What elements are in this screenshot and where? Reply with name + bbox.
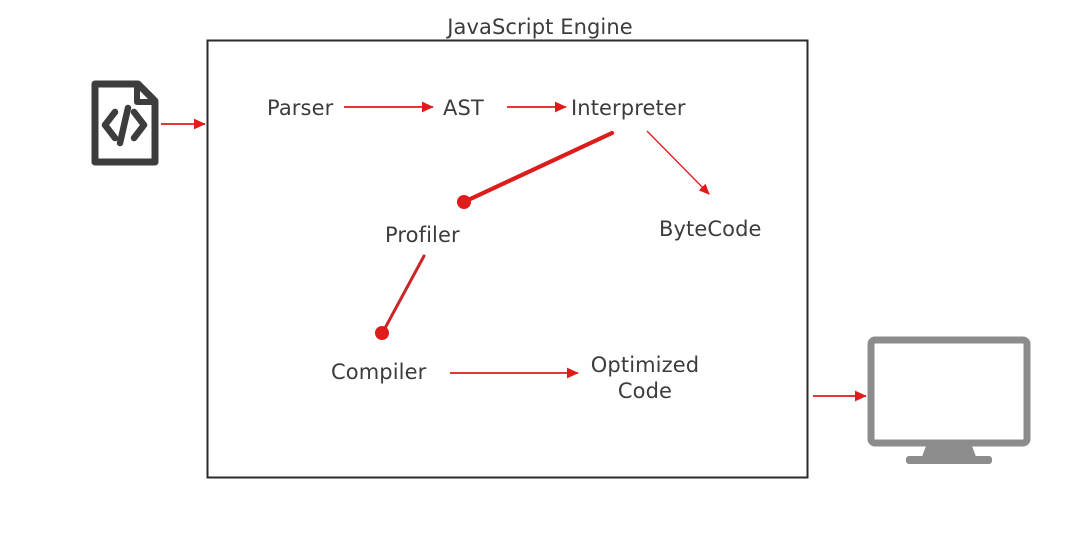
- code-file-icon: [91, 80, 159, 166]
- node-label-parser: Parser: [267, 96, 334, 120]
- node-label-profiler: Profiler: [385, 223, 460, 247]
- node-label-optimized-code: Optimized Code: [590, 353, 700, 403]
- compiler-endpoint-dot: [375, 326, 389, 340]
- diagram-title: JavaScript Engine: [447, 15, 633, 39]
- node-label-ast: AST: [443, 96, 484, 120]
- monitor-icon: [867, 336, 1031, 464]
- arrow-interpreter-to-bytecode: [646, 130, 710, 195]
- profiler-endpoint-dot: [457, 195, 471, 209]
- engine-box: [206, 39, 809, 479]
- connector-profiler-to-compiler: [382, 254, 426, 332]
- connector-interpreter-to-profiler: [463, 130, 615, 204]
- node-label-interpreter: Interpreter: [571, 96, 686, 120]
- node-label-bytecode: ByteCode: [659, 217, 762, 241]
- node-label-compiler: Compiler: [331, 360, 427, 384]
